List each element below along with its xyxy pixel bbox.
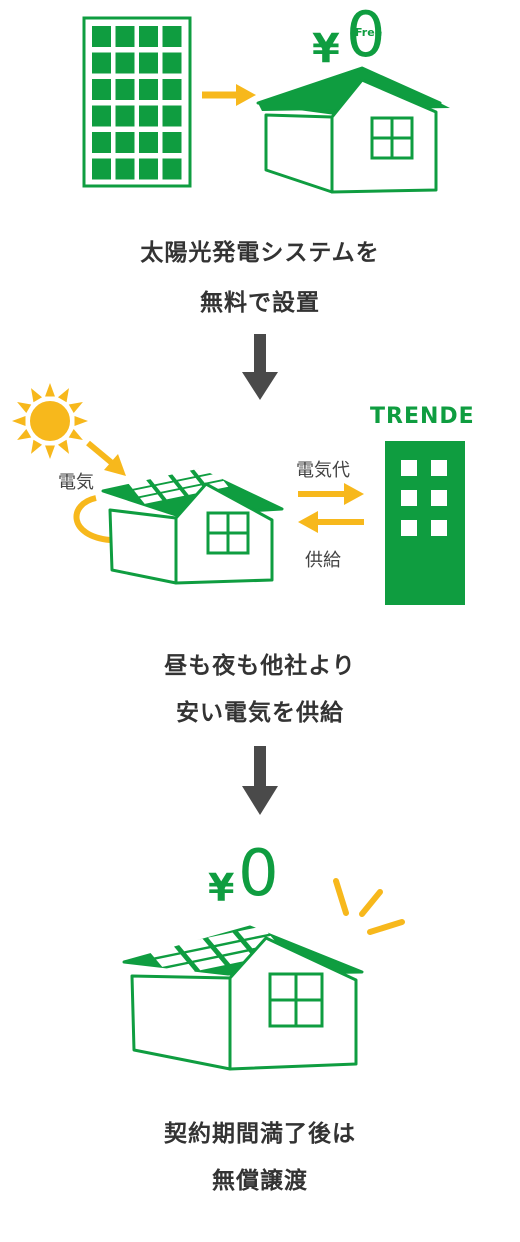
step3-caption-line1: 契約期間満了後は [164, 1121, 356, 1147]
step3-caption-line2: 無償譲渡 [212, 1168, 308, 1194]
price-value: 0 [238, 837, 279, 911]
step2-caption-line1: 昼も夜も他社より [164, 653, 356, 679]
label-electricity: 電気 [58, 472, 94, 493]
price-value: 0 [346, 0, 386, 71]
company-name: TRENDE [370, 404, 475, 429]
step2-caption-line2: 安い電気を供給 [176, 700, 344, 726]
step1-caption-line1: 太陽光発電システムを [140, 240, 380, 266]
free-badge: Free [355, 26, 383, 39]
price-symbol: ¥ [208, 866, 235, 910]
step1-caption-line2: 無料で設置 [200, 290, 320, 316]
label-supply: 供給 [305, 550, 341, 571]
label-fee: 電気代 [296, 460, 350, 481]
price-symbol: ¥ [312, 26, 340, 72]
